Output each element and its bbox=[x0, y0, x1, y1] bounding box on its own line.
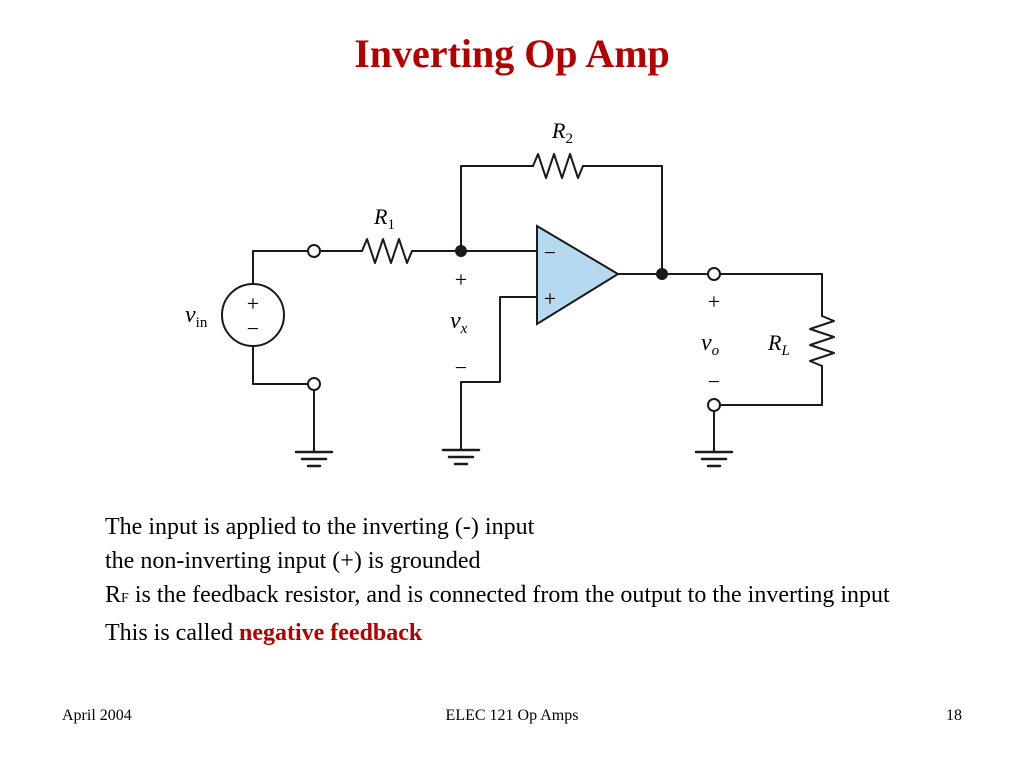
slide-title: Inverting Op Amp bbox=[354, 31, 670, 76]
body-line-feedback-resistor: RF is the feedback resistor, and is conn… bbox=[105, 578, 905, 616]
vin-label: vin bbox=[185, 302, 208, 331]
wire-vin-bottom bbox=[252, 337, 309, 385]
wire-output-to-rl bbox=[719, 273, 823, 317]
source-minus-symbol: − bbox=[247, 316, 259, 341]
terminal-input-top bbox=[307, 244, 321, 258]
vo-plus: + bbox=[708, 289, 720, 314]
vo-label: vo bbox=[701, 330, 720, 359]
opamp-minus-symbol: − bbox=[544, 240, 556, 265]
footer-course: ELEC 121 Op Amps bbox=[445, 707, 579, 724]
wire-vin-top bbox=[252, 250, 309, 293]
wire-feedback-left bbox=[460, 165, 534, 252]
wire-feedback-right bbox=[582, 165, 663, 275]
r1-label: R1 bbox=[373, 204, 395, 233]
body-line: The input is applied to the inverting (-… bbox=[105, 514, 535, 540]
body-line: the non-inverting input (+) is grounded bbox=[105, 548, 481, 574]
ground-icon bbox=[441, 448, 481, 466]
op-amp-triangle bbox=[536, 224, 620, 326]
rf-description: is the feedback resistor, and is connect… bbox=[128, 582, 890, 608]
resistor-rl bbox=[809, 315, 835, 367]
opamp-plus-symbol: + bbox=[544, 286, 556, 311]
rf-subscript: F bbox=[121, 591, 129, 606]
inverting-op-amp-circuit: − + + − R1 R2 bbox=[185, 118, 835, 468]
source-plus-symbol: + bbox=[247, 291, 259, 316]
vx-label: vx bbox=[450, 308, 468, 337]
junction-inverting bbox=[455, 245, 467, 257]
terminal-output-bottom bbox=[707, 398, 721, 412]
voltage-source-icon bbox=[221, 283, 285, 347]
ground-icon bbox=[694, 450, 734, 468]
r2-label: R2 bbox=[551, 118, 573, 147]
vx-minus: − bbox=[455, 355, 467, 380]
terminal-output-top bbox=[707, 267, 721, 281]
resistor-r1 bbox=[361, 238, 413, 264]
wire-rl-bottom bbox=[719, 365, 823, 406]
terminal-input-bottom bbox=[307, 377, 321, 391]
wire-noninverting bbox=[460, 296, 538, 451]
vo-minus: − bbox=[708, 369, 720, 394]
body-line4-prefix: This is called bbox=[105, 620, 239, 646]
rl-label: RL bbox=[767, 330, 790, 359]
footer-page-number: 18 bbox=[946, 707, 962, 724]
negative-feedback-highlight: negative feedback bbox=[238, 620, 423, 646]
junction-output bbox=[656, 268, 668, 280]
ground-icon bbox=[294, 450, 334, 468]
footer-date: April 2004 bbox=[62, 707, 132, 724]
slide-body-text: The input is applied to the inverting (-… bbox=[105, 510, 905, 650]
vx-plus: + bbox=[455, 267, 467, 292]
rf-symbol: R bbox=[105, 582, 122, 608]
body-line-negative-feedback: This is called negative feedback bbox=[105, 616, 905, 650]
resistor-r2 bbox=[532, 153, 584, 179]
